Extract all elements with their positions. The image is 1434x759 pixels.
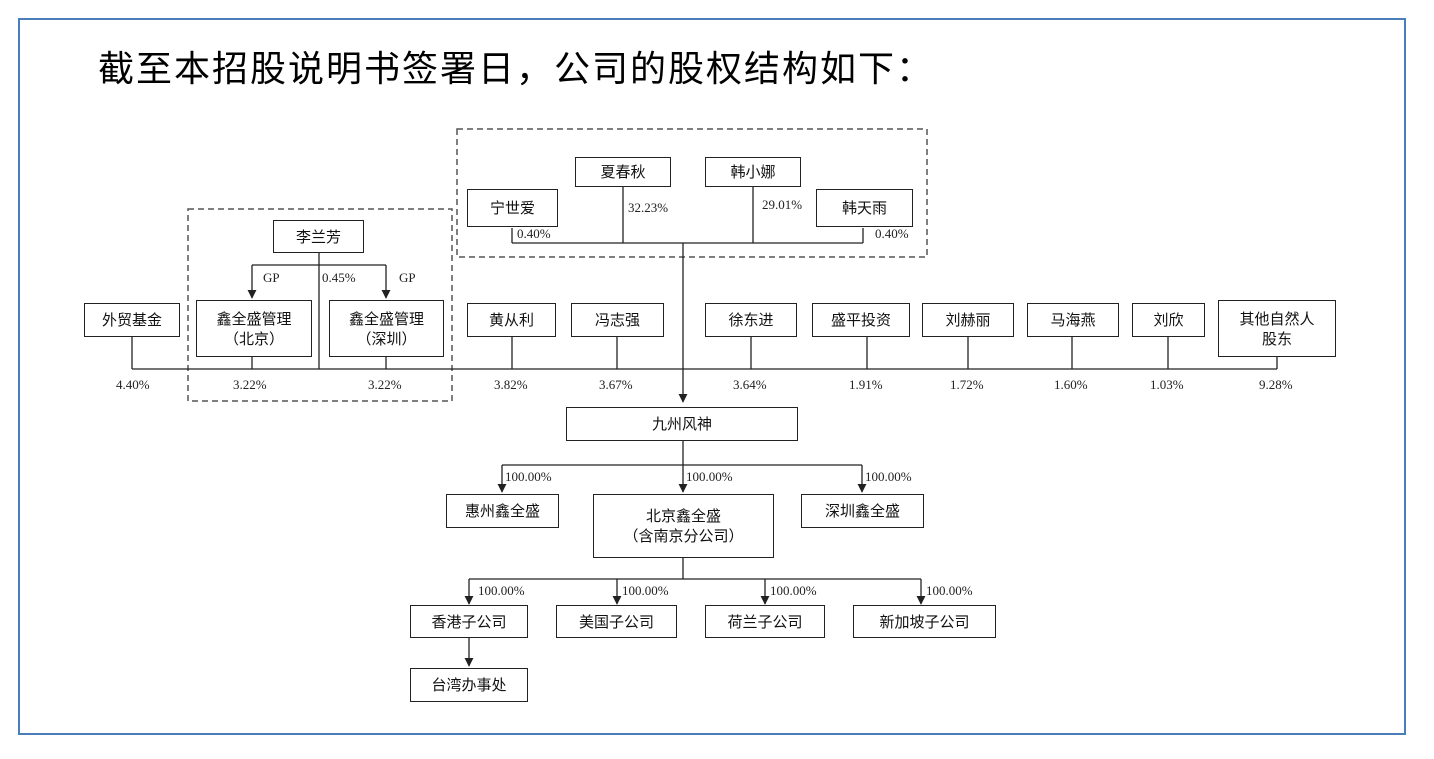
pct-xu: 3.64% [733,377,767,392]
sub-huizhou-xqs: 惠州鑫全盛 [446,494,559,528]
pct-us: 100.00% [622,583,669,598]
subsub-netherlands: 荷兰子公司 [705,605,825,638]
shareholder-liu-xin: 刘欣 [1132,303,1205,337]
pct-beijing: 100.00% [686,469,733,484]
sub-beijing-xqs: 北京鑫全盛（含南京分公司） [593,494,774,558]
shareholder-shengping-invest: 盛平投资 [812,303,910,337]
shareholder-feng-zhiqiang: 冯志强 [571,303,664,337]
subsub-usa: 美国子公司 [556,605,677,638]
pct-feng: 3.67% [599,377,633,392]
shareholder-liu-heli: 刘赫丽 [922,303,1014,337]
page-heading: 截至本招股说明书签署日，公司的股权结构如下： [98,49,935,90]
lilanfang-group-dashed-border [187,208,453,402]
top-group-dashed-border [456,128,928,258]
pct-han-tianyu: 0.40% [875,226,909,241]
pct-nl: 100.00% [770,583,817,598]
pct-huang: 3.82% [494,377,528,392]
gp-label-right: GP [399,270,416,285]
pct-xqs-beijing: 3.22% [233,377,267,392]
pct-han-xiaona: 29.01% [762,197,803,212]
pct-xia-chunqiu: 32.23% [628,200,669,215]
shareholder-xqs-shenzhen: 鑫全盛管理（深圳） [329,300,444,357]
shareholder-xqs-beijing: 鑫全盛管理（北京） [196,300,312,357]
pct-li-lanfang: 0.45% [322,270,356,285]
shareholder-han-tianyu: 韩天雨 [816,189,913,227]
subsub-singapore: 新加坡子公司 [853,605,996,638]
pct-sg: 100.00% [926,583,973,598]
shareholder-waimao-fund: 外贸基金 [84,303,180,337]
page-frame [18,18,1406,735]
pct-shengping: 1.91% [849,377,883,392]
pct-huizhou: 100.00% [505,469,552,484]
subsub-hongkong: 香港子公司 [410,605,528,638]
pct-waimao: 4.40% [116,377,150,392]
shareholder-ma-haiyan: 马海燕 [1027,303,1119,337]
pct-shenzhen: 100.00% [865,469,912,484]
shareholder-xu-dongjin: 徐东进 [705,303,797,337]
sub-shenzhen-xqs: 深圳鑫全盛 [801,494,924,528]
company-jiuzhou-fengshen: 九州风神 [566,407,798,441]
shareholder-xia-chunqiu: 夏春秋 [575,157,671,187]
pct-liu-xin: 1.03% [1150,377,1184,392]
pct-ning-shiai: 0.40% [517,226,551,241]
office-taiwan: 台湾办事处 [410,668,528,702]
shareholder-li-lanfang: 李兰芳 [273,220,364,253]
shareholder-han-xiaona: 韩小娜 [705,157,801,187]
pct-xqs-shenzhen: 3.22% [368,377,402,392]
pct-hk: 100.00% [478,583,525,598]
shareholder-other-individuals: 其他自然人股东 [1218,300,1336,357]
shareholder-ning-shiai: 宁世爱 [467,189,558,227]
gp-label-left: GP [263,270,280,285]
pct-others: 9.28% [1259,377,1293,392]
shareholder-huang-congli: 黄从利 [467,303,556,337]
pct-liu-heli: 1.72% [950,377,984,392]
pct-ma: 1.60% [1054,377,1088,392]
